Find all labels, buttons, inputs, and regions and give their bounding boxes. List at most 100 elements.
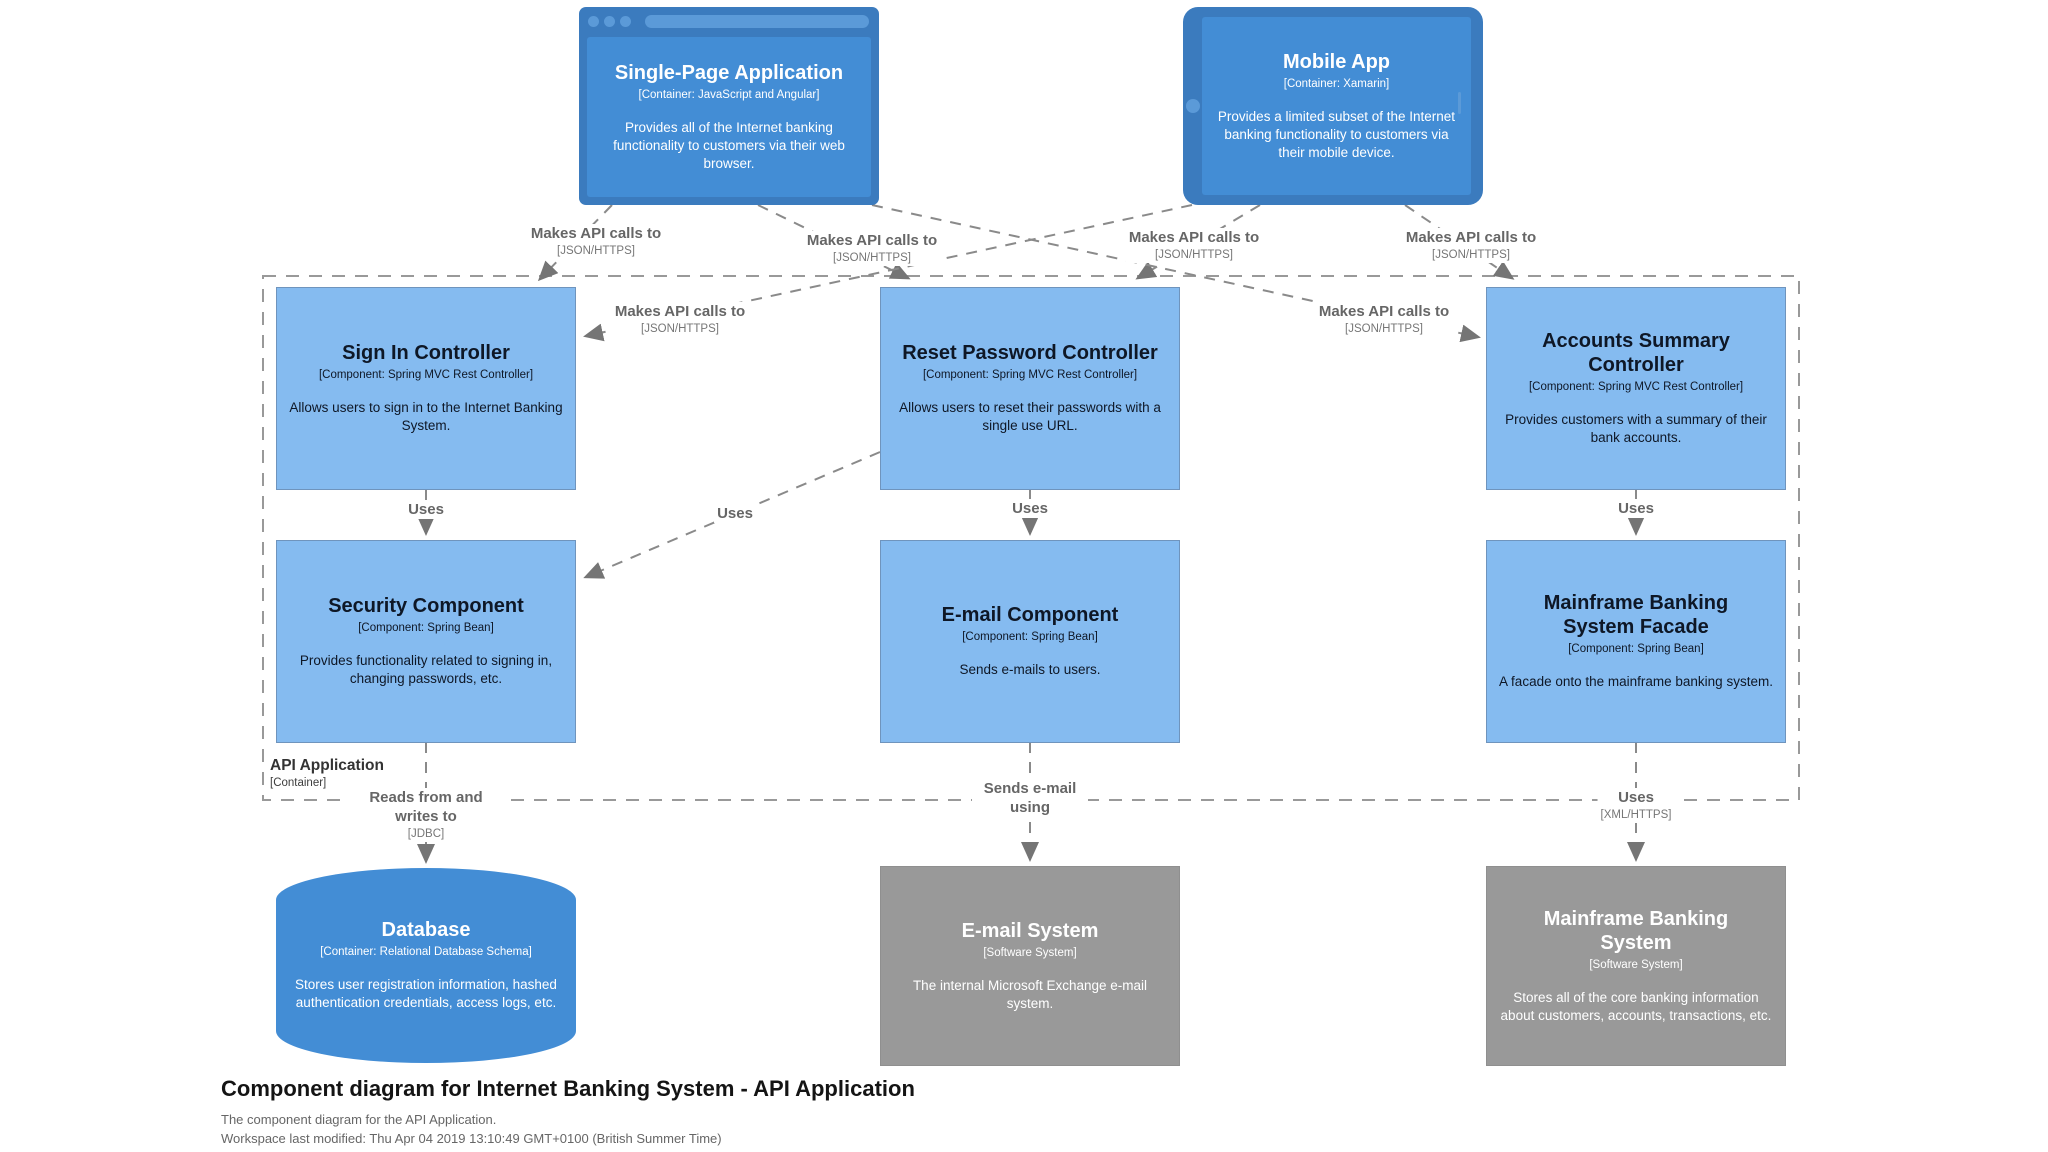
node-title: Security Component	[328, 595, 524, 618]
rel-technology-text: [JSON/HTTPS]	[1345, 323, 1423, 335]
diagram-last-modified: Workspace last modified: Thu Apr 04 2019…	[221, 1131, 722, 1146]
rel-label-accounts-facade: Uses	[1615, 499, 1657, 518]
browser-body: Single-Page Application [Container: Java…	[587, 37, 871, 197]
rel-label-text: Uses	[1012, 500, 1048, 517]
container-mobile-app[interactable]: Mobile App [Container: Xamarin] Provides…	[1183, 7, 1483, 205]
rel-label-text: Makes API calls to	[1318, 303, 1450, 320]
component-email-component[interactable]: E-mail Component [Component: Spring Bean…	[880, 540, 1180, 743]
browser-address-bar	[645, 15, 869, 28]
node-meta: [Component: Spring MVC Rest Controller]	[318, 369, 534, 382]
title-block: Component diagram for Internet Banking S…	[221, 1076, 915, 1148]
rel-technology-text: [XML/HTTPS]	[1600, 809, 1672, 821]
node-meta: [Software System]	[983, 946, 1077, 959]
node-title: Database	[381, 919, 471, 942]
node-meta: [Component: Spring Bean]	[1568, 643, 1704, 656]
browser-dot-icon	[620, 16, 631, 27]
boundary-label: API Application [Container]	[270, 756, 384, 791]
node-description: Provides all of the Internet banking fun…	[613, 119, 845, 172]
browser-chrome	[579, 7, 879, 37]
rel-technology-text: [JSON/HTTPS]	[1155, 249, 1233, 261]
node-title: E-mail Component	[941, 604, 1119, 627]
rel-line-mobile-signin	[583, 204, 1193, 342]
rel-label-email-emailsystem: Sends e-mail using	[972, 779, 1088, 817]
boundary-name: API Application	[270, 757, 384, 774]
node-description: Provides customers with a summary of the…	[1505, 412, 1767, 446]
rel-label-security-database: Reads from and writes to [JDBC]	[348, 788, 504, 842]
rel-label-text: Sends e-mail using	[983, 780, 1077, 816]
rel-line-mobile-resetpwd	[1135, 204, 1261, 280]
boundary-meta: [Container]	[270, 777, 327, 789]
node-title: Mainframe Banking System Facade	[1543, 592, 1729, 639]
node-description: Allows users to sign in to the Internet …	[289, 400, 563, 434]
node-title: Reset Password Controller	[902, 342, 1158, 365]
rel-label-resetpwd-security: Uses	[714, 504, 756, 523]
rel-label-text: Uses	[1618, 500, 1654, 517]
node-meta: [Software System]	[1589, 958, 1683, 971]
tablet-home-button-icon	[1186, 99, 1200, 113]
component-security-component[interactable]: Security Component [Component: Spring Be…	[276, 540, 576, 743]
node-meta: [Component: Spring MVC Rest Controller]	[922, 369, 1138, 382]
node-meta: [Container: Xamarin]	[1283, 77, 1390, 90]
rel-line-spa-signin	[537, 204, 613, 282]
rel-technology-text: [JDBC]	[407, 828, 445, 840]
container-database[interactable]: Database [Container: Relational Database…	[276, 868, 576, 1063]
node-title: Single-Page Application	[614, 61, 844, 84]
software-system-mainframe-banking-system[interactable]: Mainframe Banking System [Software Syste…	[1486, 866, 1786, 1066]
rel-label-text: Reads from and writes to	[369, 789, 483, 825]
tablet-screen: Mobile App [Container: Xamarin] Provides…	[1202, 17, 1471, 195]
rel-technology-text: [JSON/HTTPS]	[557, 245, 635, 257]
node-description: Provides functionality related to signin…	[299, 653, 553, 687]
rel-technology-text: [JSON/HTTPS]	[641, 323, 719, 335]
rel-label-text: Uses	[717, 505, 753, 522]
node-meta: [Component: Spring Bean]	[962, 631, 1098, 644]
node-meta: [Component: Spring MVC Rest Controller]	[1528, 381, 1744, 394]
rel-label-text: Makes API calls to	[806, 232, 938, 249]
rel-label-spa-resetpwd: Makes API calls to [JSON/HTTPS]	[803, 231, 941, 266]
rel-label-mobile-signin: Makes API calls to [JSON/HTTPS]	[611, 302, 749, 337]
rel-label-text: Uses	[408, 501, 444, 518]
component-sign-in-controller[interactable]: Sign In Controller [Component: Spring MV…	[276, 287, 576, 490]
api-application-boundary	[262, 275, 1800, 801]
diagram-title: Component diagram for Internet Banking S…	[221, 1076, 915, 1101]
rel-label-mobile-accounts: Makes API calls to [JSON/HTTPS]	[1402, 228, 1540, 263]
node-title: E-mail System	[961, 919, 1099, 942]
rel-label-text: Makes API calls to	[530, 225, 662, 242]
container-single-page-application[interactable]: Single-Page Application [Container: Java…	[579, 7, 879, 205]
node-title: Sign In Controller	[342, 342, 510, 365]
node-meta: [Component: Spring Bean]	[358, 622, 494, 635]
rel-label-spa-signin: Makes API calls to [JSON/HTTPS]	[527, 224, 665, 259]
rel-line-spa-accounts	[871, 204, 1481, 343]
component-accounts-summary-controller[interactable]: Accounts Summary Controller [Component: …	[1486, 287, 1786, 490]
component-reset-password-controller[interactable]: Reset Password Controller [Component: Sp…	[880, 287, 1180, 490]
software-system-email-system[interactable]: E-mail System [Software System] The inte…	[880, 866, 1180, 1066]
node-description: Stores user registration information, ha…	[295, 977, 557, 1011]
node-description: The internal Microsoft Exchange e-mail s…	[912, 977, 1148, 1011]
rel-label-text: Makes API calls to	[1405, 229, 1537, 246]
diagram-description: The component diagram for the API Applic…	[221, 1112, 497, 1127]
rel-label-text: Uses	[1618, 789, 1654, 806]
rel-technology-text: [JSON/HTTPS]	[833, 252, 911, 264]
rel-label-text: Makes API calls to	[614, 303, 746, 320]
node-description: A facade onto the mainframe banking syst…	[1499, 674, 1773, 690]
node-meta: [Container: Relational Database Schema]	[320, 946, 532, 959]
rel-label-spa-accounts: Makes API calls to [JSON/HTTPS]	[1315, 302, 1453, 337]
node-description: Stores all of the core banking informati…	[1500, 989, 1772, 1023]
rel-technology-text: [JSON/HTTPS]	[1432, 249, 1510, 261]
node-title: Mobile App	[1282, 50, 1391, 73]
node-description: Provides a limited subset of the Interne…	[1217, 108, 1456, 161]
rel-label-text: Makes API calls to	[1128, 229, 1260, 246]
node-description: Allows users to reset their passwords wi…	[899, 400, 1161, 434]
node-description: Sends e-mails to users.	[959, 662, 1101, 678]
browser-dot-icon	[588, 16, 599, 27]
rel-label-facade-mainframe: Uses [XML/HTTPS]	[1597, 788, 1675, 823]
node-meta: [Container: JavaScript and Angular]	[638, 88, 820, 101]
rel-line-resetpwd-security	[583, 451, 881, 579]
component-mainframe-banking-system-facade[interactable]: Mainframe Banking System Facade [Compone…	[1486, 540, 1786, 743]
rel-label-resetpwd-email: Uses	[1009, 499, 1051, 518]
rel-label-mobile-resetpwd: Makes API calls to [JSON/HTTPS]	[1125, 228, 1263, 263]
node-title: Mainframe Banking System	[1543, 907, 1729, 954]
node-title: Accounts Summary Controller	[1542, 330, 1730, 377]
tablet-camera-icon	[1458, 92, 1461, 114]
